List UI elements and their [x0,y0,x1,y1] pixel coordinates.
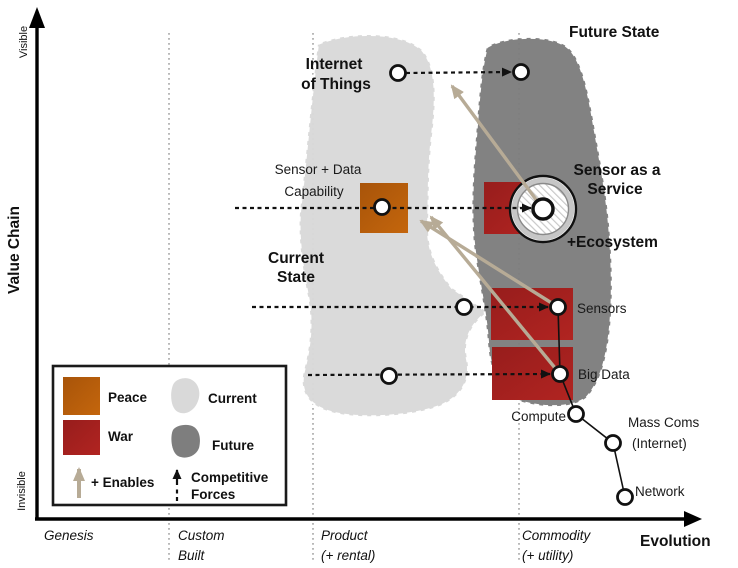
x-axis-title: Evolution [640,533,711,550]
stage-genesis: Genesis [44,528,94,543]
node-saas [531,197,555,221]
legend-future-blob [171,424,200,458]
y-axis-visible-label: Visible [18,26,30,58]
x-axis-arrowhead [684,511,702,527]
y-axis-title: Value Chain [6,206,23,294]
enables-bigdata-to-capability [429,215,562,376]
current-state-label-2: State [277,269,315,286]
sensor-data-label-2: Capability [284,184,344,199]
saas-label-2: Service [587,181,643,198]
legend-war-label: War [108,429,134,444]
legend-competitive-label-2: Forces [191,487,235,502]
bigdata-label: Big Data [578,367,630,382]
iot-label-2: of Things [301,76,371,93]
saas-label-1: Sensor as a [573,162,660,179]
compute-label: Compute [511,409,566,424]
node-iot-future [512,63,530,81]
enables-sensors-to-capability [419,219,559,309]
stage-product-2: (+ rental) [321,548,375,563]
legend-war-swatch [63,420,100,455]
current-state-label-1: Current [268,250,324,267]
ecosystem-label: +Ecosystem [567,234,658,251]
sensor-data-label-1: Sensor + Data [275,162,362,177]
stage-custom-1: Custom [178,528,225,543]
force-line-iot [405,67,512,77]
stage-commodity-1: Commodity [522,528,592,543]
enables-saas-to-iot [450,84,545,211]
force-line-bigdata [307,369,551,379]
y-axis-arrowhead [29,7,45,28]
node-sensors-current [455,298,473,316]
stage-product-1: Product [321,528,369,543]
node-bigdata-current [380,367,398,385]
legend-peace-swatch [63,377,100,415]
sensors-label: Sensors [577,301,627,316]
node-sensors [549,298,567,316]
node-network [616,488,634,506]
node-iot-current [389,64,407,82]
legend-enables-label: + Enables [91,475,154,490]
node-bigdata [551,365,569,383]
mass-coms-label-1: Mass Coms [628,415,700,430]
stage-custom-2: Built [178,548,206,563]
node-compute [567,405,585,423]
legend-current-blob [171,378,200,414]
competitive-force-lines [235,67,551,379]
legend-future-label: Future [212,438,254,453]
enables-arrows [419,84,562,376]
mass-coms-label-2: (Internet) [632,436,687,451]
component-nodes [373,63,634,506]
future-state-label: Future State [569,24,660,41]
network-label: Network [635,484,685,499]
legend-peace-label: Peace [108,390,148,405]
stage-commodity-2: (+ utility) [522,548,573,563]
legend-current-label: Current [208,391,257,406]
axes [35,24,685,521]
legend-competitive-label-1: Competitive [191,470,269,485]
y-axis-invisible-label: Invisible [16,471,28,511]
node-sensor-data-capability [373,198,391,216]
iot-label-1: Internet [306,56,363,73]
node-mass-coms [604,434,622,452]
legend: Peace War + Enables Current Future Compe… [51,364,288,507]
